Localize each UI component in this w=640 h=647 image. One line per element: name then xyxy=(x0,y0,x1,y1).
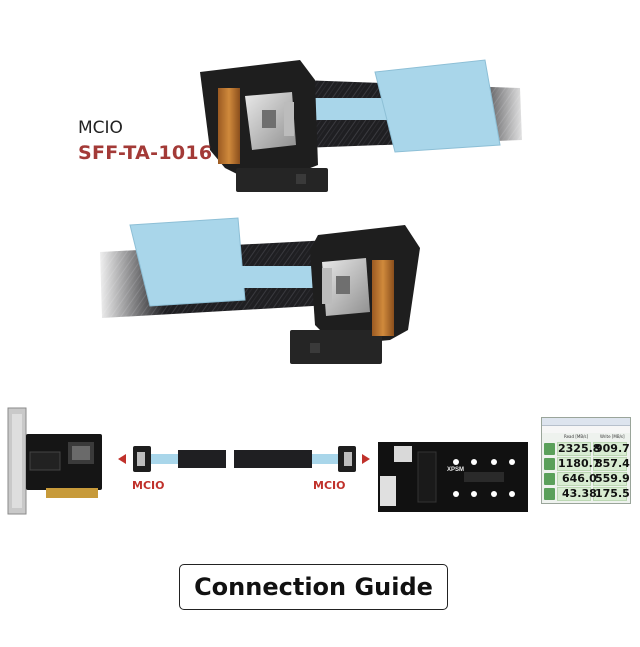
connection-guide-title: Connection Guide xyxy=(194,573,433,601)
arrow-left-icon xyxy=(118,454,126,464)
benchmark-titlebar xyxy=(542,418,630,426)
benchmark-row: 646.0 559.9 xyxy=(544,472,630,486)
standard-label: SFF-TA-1016 xyxy=(78,142,213,164)
write-header: Write [MB/s] xyxy=(600,434,625,439)
test-tag xyxy=(544,443,555,455)
write-value: 909.7 xyxy=(595,442,630,455)
adapter-brand-label: XPSM xyxy=(447,467,465,473)
benchmark-window: Read [MB/s] Write [MB/s] 2325.8 909.7 11… xyxy=(541,417,631,504)
mcio-cable-photo xyxy=(95,59,530,364)
write-value: 857.4 xyxy=(595,457,630,470)
read-header: Read [MB/s] xyxy=(564,434,589,439)
benchmark-row: 1180.7 857.4 xyxy=(544,457,630,471)
left-mcio-label: MCIO xyxy=(132,479,165,492)
connector-label: MCIO xyxy=(78,118,123,138)
benchmark-row: 43.38 175.5 xyxy=(544,487,630,501)
mcio-cable xyxy=(133,446,356,472)
m2-adapter-board xyxy=(378,442,528,512)
connection-guide-box: Connection Guide xyxy=(179,564,448,610)
write-value: 175.5 xyxy=(595,487,630,500)
benchmark-toolbar xyxy=(542,426,630,433)
write-value: 559.9 xyxy=(595,472,630,485)
test-tag xyxy=(544,473,555,485)
pcie-adapter-card xyxy=(7,407,102,515)
read-value: 1180.7 xyxy=(558,457,601,470)
read-value: 646.0 xyxy=(562,472,597,485)
upper-cable xyxy=(200,59,530,192)
test-tag xyxy=(544,488,555,500)
benchmark-row: 2325.8 909.7 xyxy=(544,442,630,456)
read-value: 43.38 xyxy=(562,487,597,500)
lower-cable xyxy=(95,217,420,364)
arrow-right-icon xyxy=(362,454,370,464)
connection-diagram xyxy=(7,407,528,515)
read-value: 2325.8 xyxy=(558,442,601,455)
right-mcio-label: MCIO xyxy=(313,479,346,492)
test-tag xyxy=(544,458,555,470)
